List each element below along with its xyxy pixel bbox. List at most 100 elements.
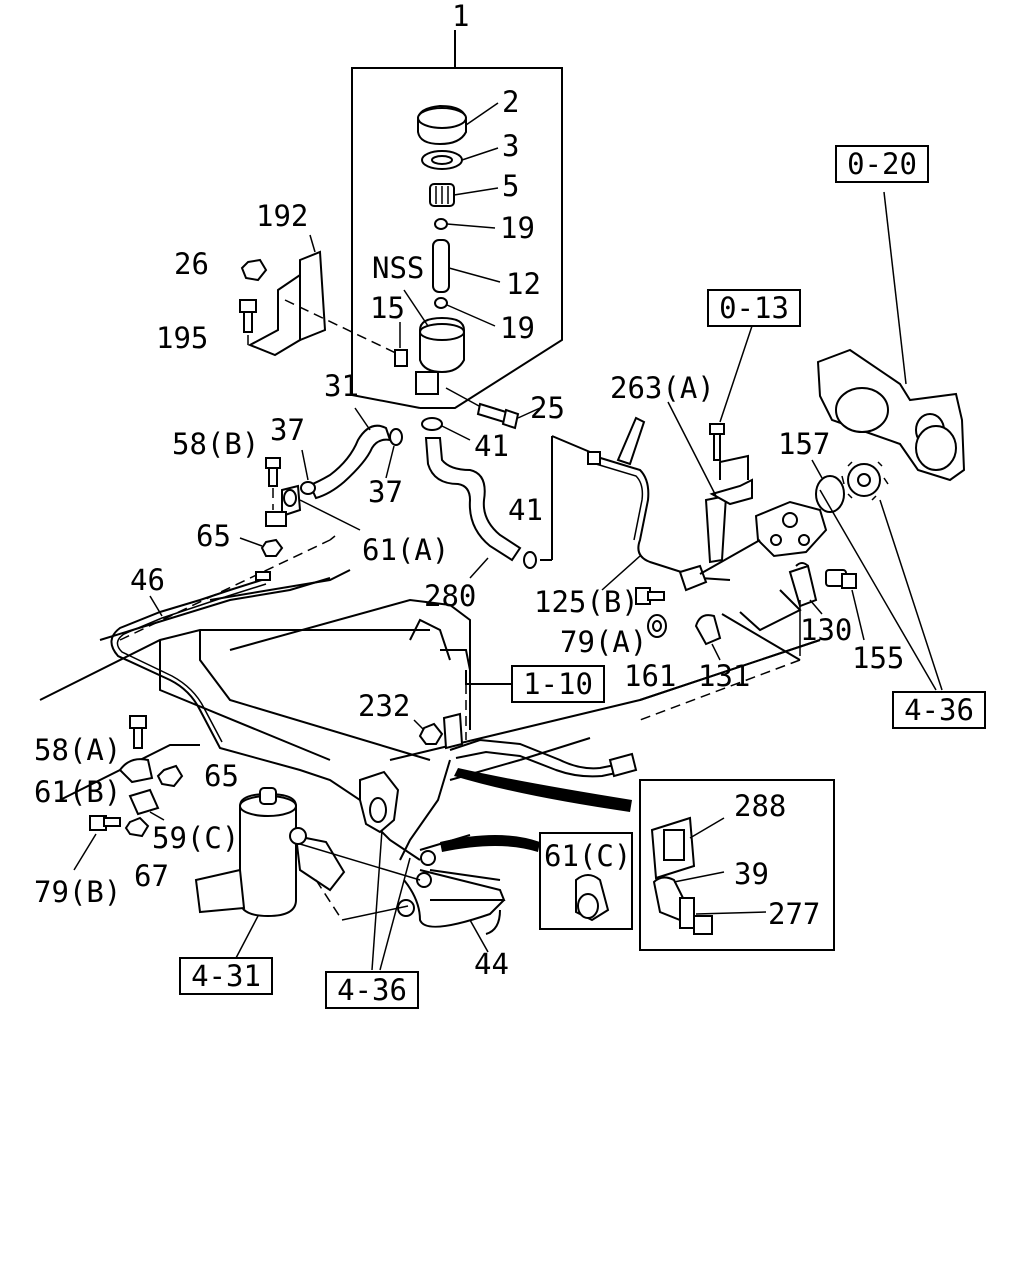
hidden-line	[639, 659, 801, 721]
pipe-network	[397, 738, 638, 935]
callout-2: 2	[502, 85, 519, 119]
pipe-125b	[587, 416, 731, 591]
callout-161: 161	[624, 659, 676, 693]
bolt-79b	[73, 815, 121, 871]
callout-61a: 61(A)	[362, 533, 449, 567]
callout-12: 12	[506, 267, 541, 301]
leader-line	[469, 919, 489, 953]
clamp-assembly-61a	[239, 457, 361, 557]
clamp-61b	[118, 758, 154, 784]
inset-box-61c	[539, 832, 633, 930]
pump-body-4-31	[194, 787, 346, 959]
callout-39: 39	[734, 857, 769, 891]
black-hose-1	[454, 768, 632, 812]
clamp-41-upper	[421, 417, 471, 441]
pump-gear	[841, 461, 889, 501]
callout-26: 26	[174, 247, 209, 281]
callout-65-lower: 65	[204, 759, 239, 793]
bolt-79a	[635, 587, 665, 605]
callout-61b: 61(B)	[34, 775, 121, 809]
callout-25: 25	[530, 391, 565, 425]
callout-79a: 79(A)	[560, 625, 647, 659]
callout-19-upper: 19	[500, 211, 535, 245]
callout-19-lower: 19	[500, 311, 535, 345]
nut-65b	[156, 764, 184, 788]
bracket-clip	[394, 322, 408, 367]
bracket-192	[247, 234, 401, 357]
ref-label-0-20: 0-20	[847, 147, 917, 181]
callout-157: 157	[778, 427, 830, 461]
leader-line	[739, 589, 802, 632]
reservoir-filter	[429, 183, 499, 207]
ref-box-0-20[interactable]	[835, 145, 929, 183]
nut-232	[413, 719, 444, 745]
frame-bracket-lower	[359, 770, 400, 834]
callout-263a: 263(A)	[610, 371, 715, 405]
ref-box-1-10[interactable]	[511, 665, 605, 703]
reservoir-body	[403, 289, 491, 413]
clip-59c	[128, 788, 165, 821]
nut-161	[647, 614, 667, 638]
callout-67: 67	[134, 859, 169, 893]
callout-192: 192	[256, 199, 308, 233]
reservoir-group-bracket	[351, 30, 563, 409]
leader-line	[440, 649, 471, 671]
reservoir-cap	[417, 102, 499, 146]
callout-5: 5	[502, 169, 519, 203]
ref-box-4-36-lower[interactable]	[325, 971, 419, 1009]
reservoir-seal	[421, 147, 499, 170]
bolt-58a	[129, 715, 147, 749]
callout-41-upper: 41	[474, 429, 509, 463]
callout-61c: 61(C)	[544, 839, 631, 873]
clamp-41-lower	[523, 551, 537, 569]
nut-26	[240, 258, 268, 282]
bolt-195	[239, 299, 257, 350]
ref-label-4-31: 4-31	[191, 959, 261, 993]
callout-288: 288	[734, 789, 786, 823]
leader-line	[819, 489, 937, 691]
nut-67	[124, 816, 150, 838]
leader-line	[371, 829, 383, 971]
ref-box-0-13[interactable]	[707, 289, 801, 327]
ref-label-1-10: 1-10	[523, 667, 593, 701]
callout-277: 277	[768, 897, 820, 931]
callout-37-upper: 37	[270, 413, 305, 447]
callout-41-lower: 41	[508, 493, 543, 527]
o-ring-157	[811, 459, 845, 513]
callout-79b: 79(B)	[34, 875, 121, 909]
power-steering-pump	[678, 500, 828, 592]
ref-box-4-36-right[interactable]	[892, 691, 986, 729]
union-bolt-155	[825, 569, 865, 641]
hose-31	[308, 407, 392, 500]
callout-37-lower: 37	[368, 475, 403, 509]
o-ring-upper	[434, 218, 496, 230]
callout-125b: 125(B)	[534, 585, 639, 619]
callout-nss: NSS	[372, 251, 424, 285]
pipe-46	[110, 571, 421, 861]
ref-label-4-36-lower: 4-36	[337, 973, 407, 1007]
callout-44: 44	[474, 947, 509, 981]
callout-15: 15	[370, 291, 405, 325]
callout-130: 130	[800, 613, 852, 647]
clamp-37-upper	[385, 428, 403, 479]
callout-280: 280	[424, 579, 476, 613]
clamp-37-lower	[300, 449, 316, 495]
callout-1: 1	[452, 0, 469, 33]
callout-46: 46	[130, 563, 165, 597]
hose-280	[424, 437, 522, 579]
callout-131: 131	[698, 659, 750, 693]
callout-31: 31	[324, 369, 359, 403]
ref-box-4-31[interactable]	[179, 957, 273, 995]
callout-65-upper: 65	[196, 519, 231, 553]
pipe-bracket	[442, 712, 464, 750]
callout-58a: 58(A)	[34, 733, 121, 767]
inset-box-bracket	[639, 779, 835, 951]
timing-housing	[816, 191, 966, 482]
black-hose-2	[440, 835, 540, 852]
o-ring-lower	[434, 297, 496, 327]
reservoir-pipe	[432, 239, 501, 293]
elbow-hose-131	[694, 614, 722, 661]
ref-label-0-13: 0-13	[719, 291, 789, 325]
callout-59c: 59(C)	[152, 821, 239, 855]
